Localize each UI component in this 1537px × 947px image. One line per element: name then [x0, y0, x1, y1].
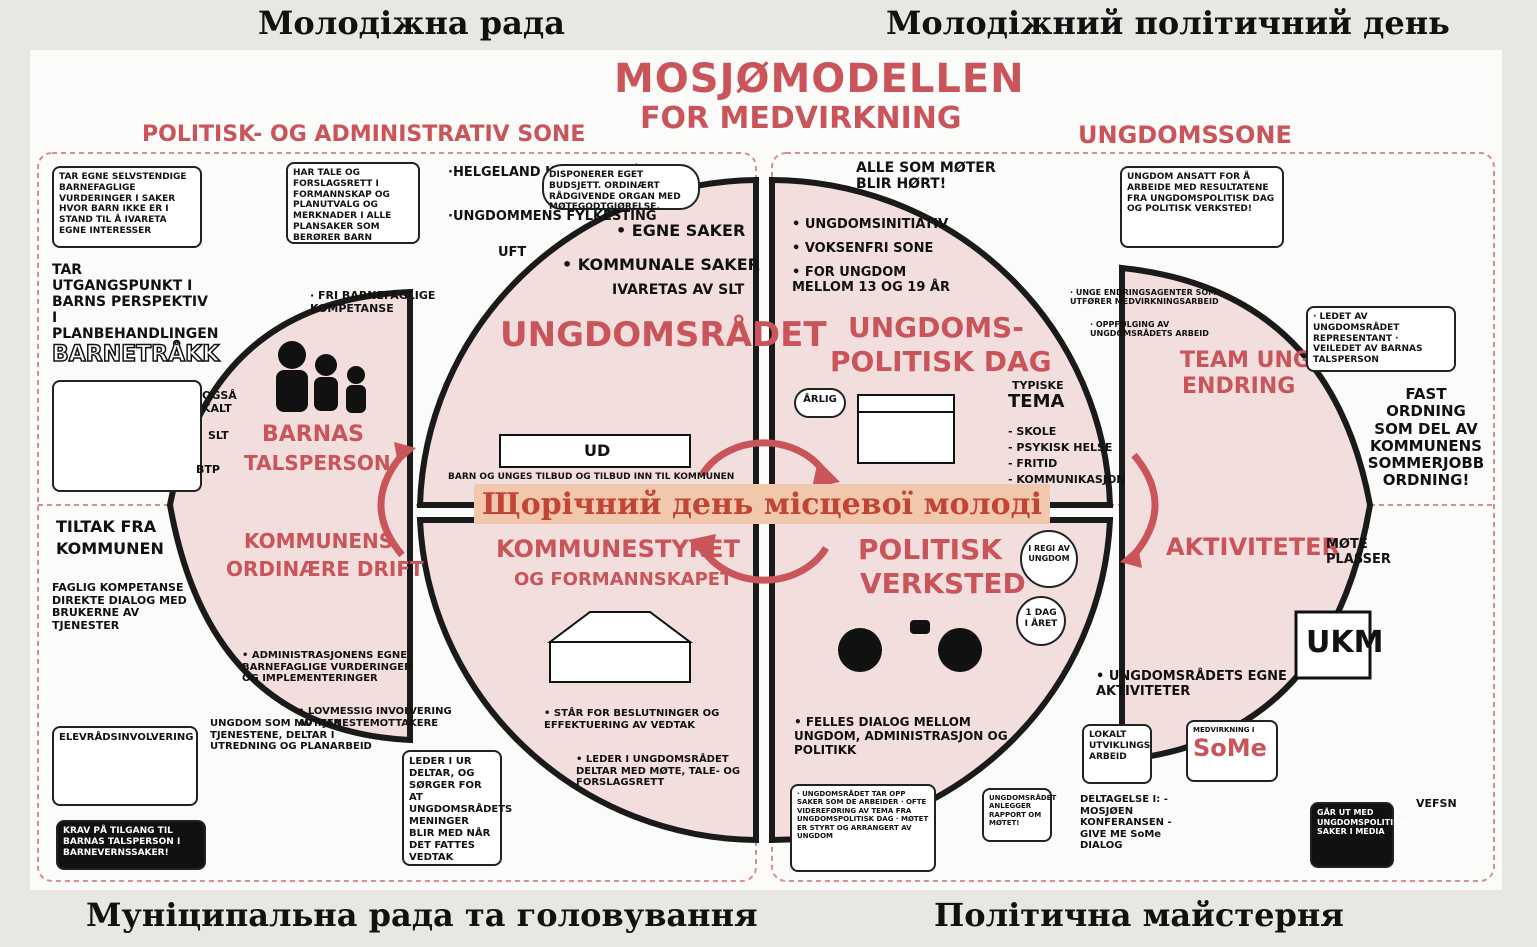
ukm-label: UKM: [1306, 625, 1384, 660]
felles-text: • FELLES DIALOG MELLOM UNGDOM, ADMINISTR…: [794, 715, 1008, 757]
note-box-ansatt: UNGDOM ANSATT FOR Å ARBEIDE MED RESULTAT…: [1120, 166, 1284, 248]
anlegger-box: UNGDOMSRÅDET ANLEGGER RAPPORT OM MØTET!: [982, 788, 1056, 842]
caption-bottom-right: Політична майстерня: [934, 896, 1344, 934]
gar-ut-box: GÅR UT MED UNGDOMSPOLITISKE SAKER I MEDI…: [1310, 802, 1411, 868]
star-text: • STÅR FOR BESLUTNINGER OG EFFEKTUERING …: [544, 708, 720, 731]
zone-left-label: POLITISK- OG ADMINISTRATIV SONE: [142, 122, 586, 147]
verksted-title-2: VERKSTED: [860, 567, 1026, 600]
ur-item-3: IVARETAS AV SLT: [612, 282, 745, 298]
leder-box: LEDER I UR DELTAR, OG SØRGER FOR AT UNGD…: [402, 750, 512, 866]
elevrad-box: ELEVRÅDSINVOLVERING: [52, 726, 198, 806]
lov-text: • LOVMESSIG INVOLVERING AV TJENESTEMOTTA…: [298, 706, 452, 729]
ukm-sign: [1294, 610, 1372, 680]
faglig-text: FAGLIG KOMPETANSE DIREKTE DIALOG MED BRU…: [52, 581, 187, 632]
mote-plasser: MØTE PLASSER: [1326, 537, 1391, 567]
tiltak-1: TILTAK FRA: [56, 517, 157, 536]
some-text: SoMe: [1193, 734, 1267, 763]
fast-ordning-text: FAST ORDNING SOM DEL AV KOMMUNENS SOMMER…: [1367, 385, 1485, 490]
barnetrakk-label: BARNETRÅKK: [51, 341, 220, 368]
kommunestyret-title-2: OG FORMANNSKAPET: [514, 569, 733, 590]
up-bullet-1: • UNGDOMSINITIATIV: [792, 217, 949, 232]
perspective-text: TAR UTGANGSPUNKT I BARNS PERSPEKTIV I PL…: [52, 262, 219, 343]
drift-title-1: KOMMUNENS: [244, 529, 394, 553]
ur-item-2: • KOMMUNALE SAKER: [562, 255, 760, 274]
annual-youth-day-banner: Щорічний день місцевої молоді: [474, 484, 1050, 524]
helgeland-2: ·UNGDOMMENS FYLKESTING: [448, 209, 657, 224]
arlig-bubble: ÅRLIG: [794, 388, 846, 418]
btp-badge: BTP: [196, 463, 220, 476]
fri-kompetanse: · FRI BARNEFAGLIGE KOMPETANSE: [310, 289, 436, 315]
team-title-2: ENDRING: [1182, 374, 1296, 399]
calendar-sketch: [857, 394, 955, 464]
note-box-rights: HAR TALE OG FORSLAGSRETT I FORMANNSKAP O…: [286, 162, 420, 244]
lokalt-box: LOKALT UTVIKLINGS ARBEID: [1082, 724, 1152, 784]
arrow-heads: [394, 442, 1142, 568]
cycle-arrows: [377, 439, 1159, 584]
tema-label: TEMA: [1008, 391, 1065, 412]
council-table: [499, 434, 691, 468]
verksted-list-box: · UNGDOMSRÅDET TAR OPP SAKER SOM DE ARBE…: [790, 784, 936, 872]
up-bullet-3: • FOR UNGDOM MELLOM 13 OG 19 ÅR: [792, 265, 950, 295]
some-box: MEDVIRKNING I SoMe: [1186, 720, 1278, 782]
town-hall-sketch: [547, 611, 693, 683]
ur-item-1: • EGNE SAKER: [616, 221, 746, 240]
caption-bottom-left: Муніципальна рада та головування: [86, 896, 758, 934]
oppfolging-text: · OPPFØLGING AV UNGDOMSRÅDETS ARBEID: [1090, 320, 1209, 339]
figures-verksted: [838, 620, 982, 672]
caption-top-left: Молодіжна рада: [258, 4, 565, 42]
poster-title: MOSJØMODELLEN: [614, 56, 1025, 102]
leder-text: • LEDER I UNGDOMSRÅDET DELTAR MED MØTE, …: [576, 754, 741, 788]
ud-label: UD: [584, 441, 611, 460]
tiltak-2: KOMMUNEN: [56, 539, 164, 558]
verksted-title-1: POLITISK: [858, 533, 1002, 566]
tema-1: - SKOLE: [1008, 425, 1057, 438]
team-title-1: TEAM UNG: [1180, 348, 1311, 373]
up-bullet-2: • VOKSENFRI SONE: [792, 241, 934, 256]
unge-text: · UNGE ENDRINGSAGENTER SOM UTFØRER MEDVI…: [1070, 288, 1219, 307]
ogsa-kalt: OGSÅ KALT: [202, 389, 237, 415]
up-title-2: POLITISK DAG: [830, 345, 1052, 378]
caption-top-right: Молодіжний політичний день: [886, 4, 1450, 42]
deltakelse-text: DELTAGELSE I: - MOSJØEN KONFERANSEN - GI…: [1080, 794, 1172, 851]
kommunestyret-title-1: KOMMUNESTYRET: [496, 535, 740, 563]
slt-badge: SLT: [208, 429, 229, 442]
barnas-title-1: BARNAS: [262, 422, 365, 447]
poster-shapes: [37, 152, 1495, 882]
note-box-ledet: · LEDET AV UNGDOMSRÅDET REPRESENTANT · V…: [1306, 306, 1456, 372]
tema-3: - FRITID: [1008, 457, 1058, 470]
vefsn-label: VEFSN: [1416, 797, 1457, 810]
barnas-title-2: TALSPERSON: [244, 451, 391, 475]
tema-4: - KOMMUNIKASJON: [1008, 473, 1126, 486]
ur-bottom-text: BARN OG UNGES TILBUD OG TILBUD INN TIL K…: [448, 472, 735, 482]
poster-illustration: MOSJØMODELLEN FOR MEDVIRKNING POLITISK- …: [30, 50, 1502, 890]
note-box-talsperson: TAR EGNE SELVSTENDIGE BARNEFAGLIGE VURDE…: [52, 166, 202, 248]
aktiviteter-title: AKTIVITETER: [1166, 533, 1340, 561]
poster-subtitle: FOR MEDVIRKNING: [640, 101, 962, 136]
egne-aktiviteter: • UNGDOMSRÅDETS EGNE AKTIVITETER: [1096, 669, 1287, 699]
map-sketch: [52, 380, 202, 492]
tema-2: - PSYKISK HELSE: [1008, 441, 1113, 454]
figures-barnas: [276, 341, 366, 413]
i-regi-badge: I REGI AV UNGDOM: [1020, 530, 1078, 588]
typiske-label: TYPISKE: [1012, 379, 1064, 392]
ungdomsradet-title: UNGDOMSRÅDET: [500, 315, 827, 355]
quadrant-ungdomspolitisk: [769, 176, 1114, 508]
zone-left-outline: [37, 152, 757, 882]
adm-text: • ADMINISTRASJONENS EGNE BARNEFAGLIGE VU…: [242, 650, 412, 684]
helgeland-3: UFT: [498, 245, 527, 260]
ungdom-text: UNGDOM SOM MOTTAR TJENESTENE, DELTAR I U…: [210, 718, 372, 752]
dag-badge: 1 DAG I ÅRET: [1016, 596, 1066, 646]
some-caption: MEDVIRKNING I: [1193, 726, 1255, 734]
krav-box: KRAV PÅ TILGANG TIL BARNAS TALSPERSON I …: [56, 820, 206, 870]
alle-text: ALLE SOM MØTER BLIR HØRT!: [856, 160, 996, 193]
drift-title-2: ORDINÆRE DRIFT: [226, 557, 424, 581]
budget-bubble: DISPONERER EGET BUDSJETT. ORDINÆRT RÅDGI…: [542, 164, 700, 212]
zone-right-label: UNGDOMSSONE: [1078, 121, 1292, 149]
up-title-1: UNGDOMS-: [848, 311, 1024, 344]
